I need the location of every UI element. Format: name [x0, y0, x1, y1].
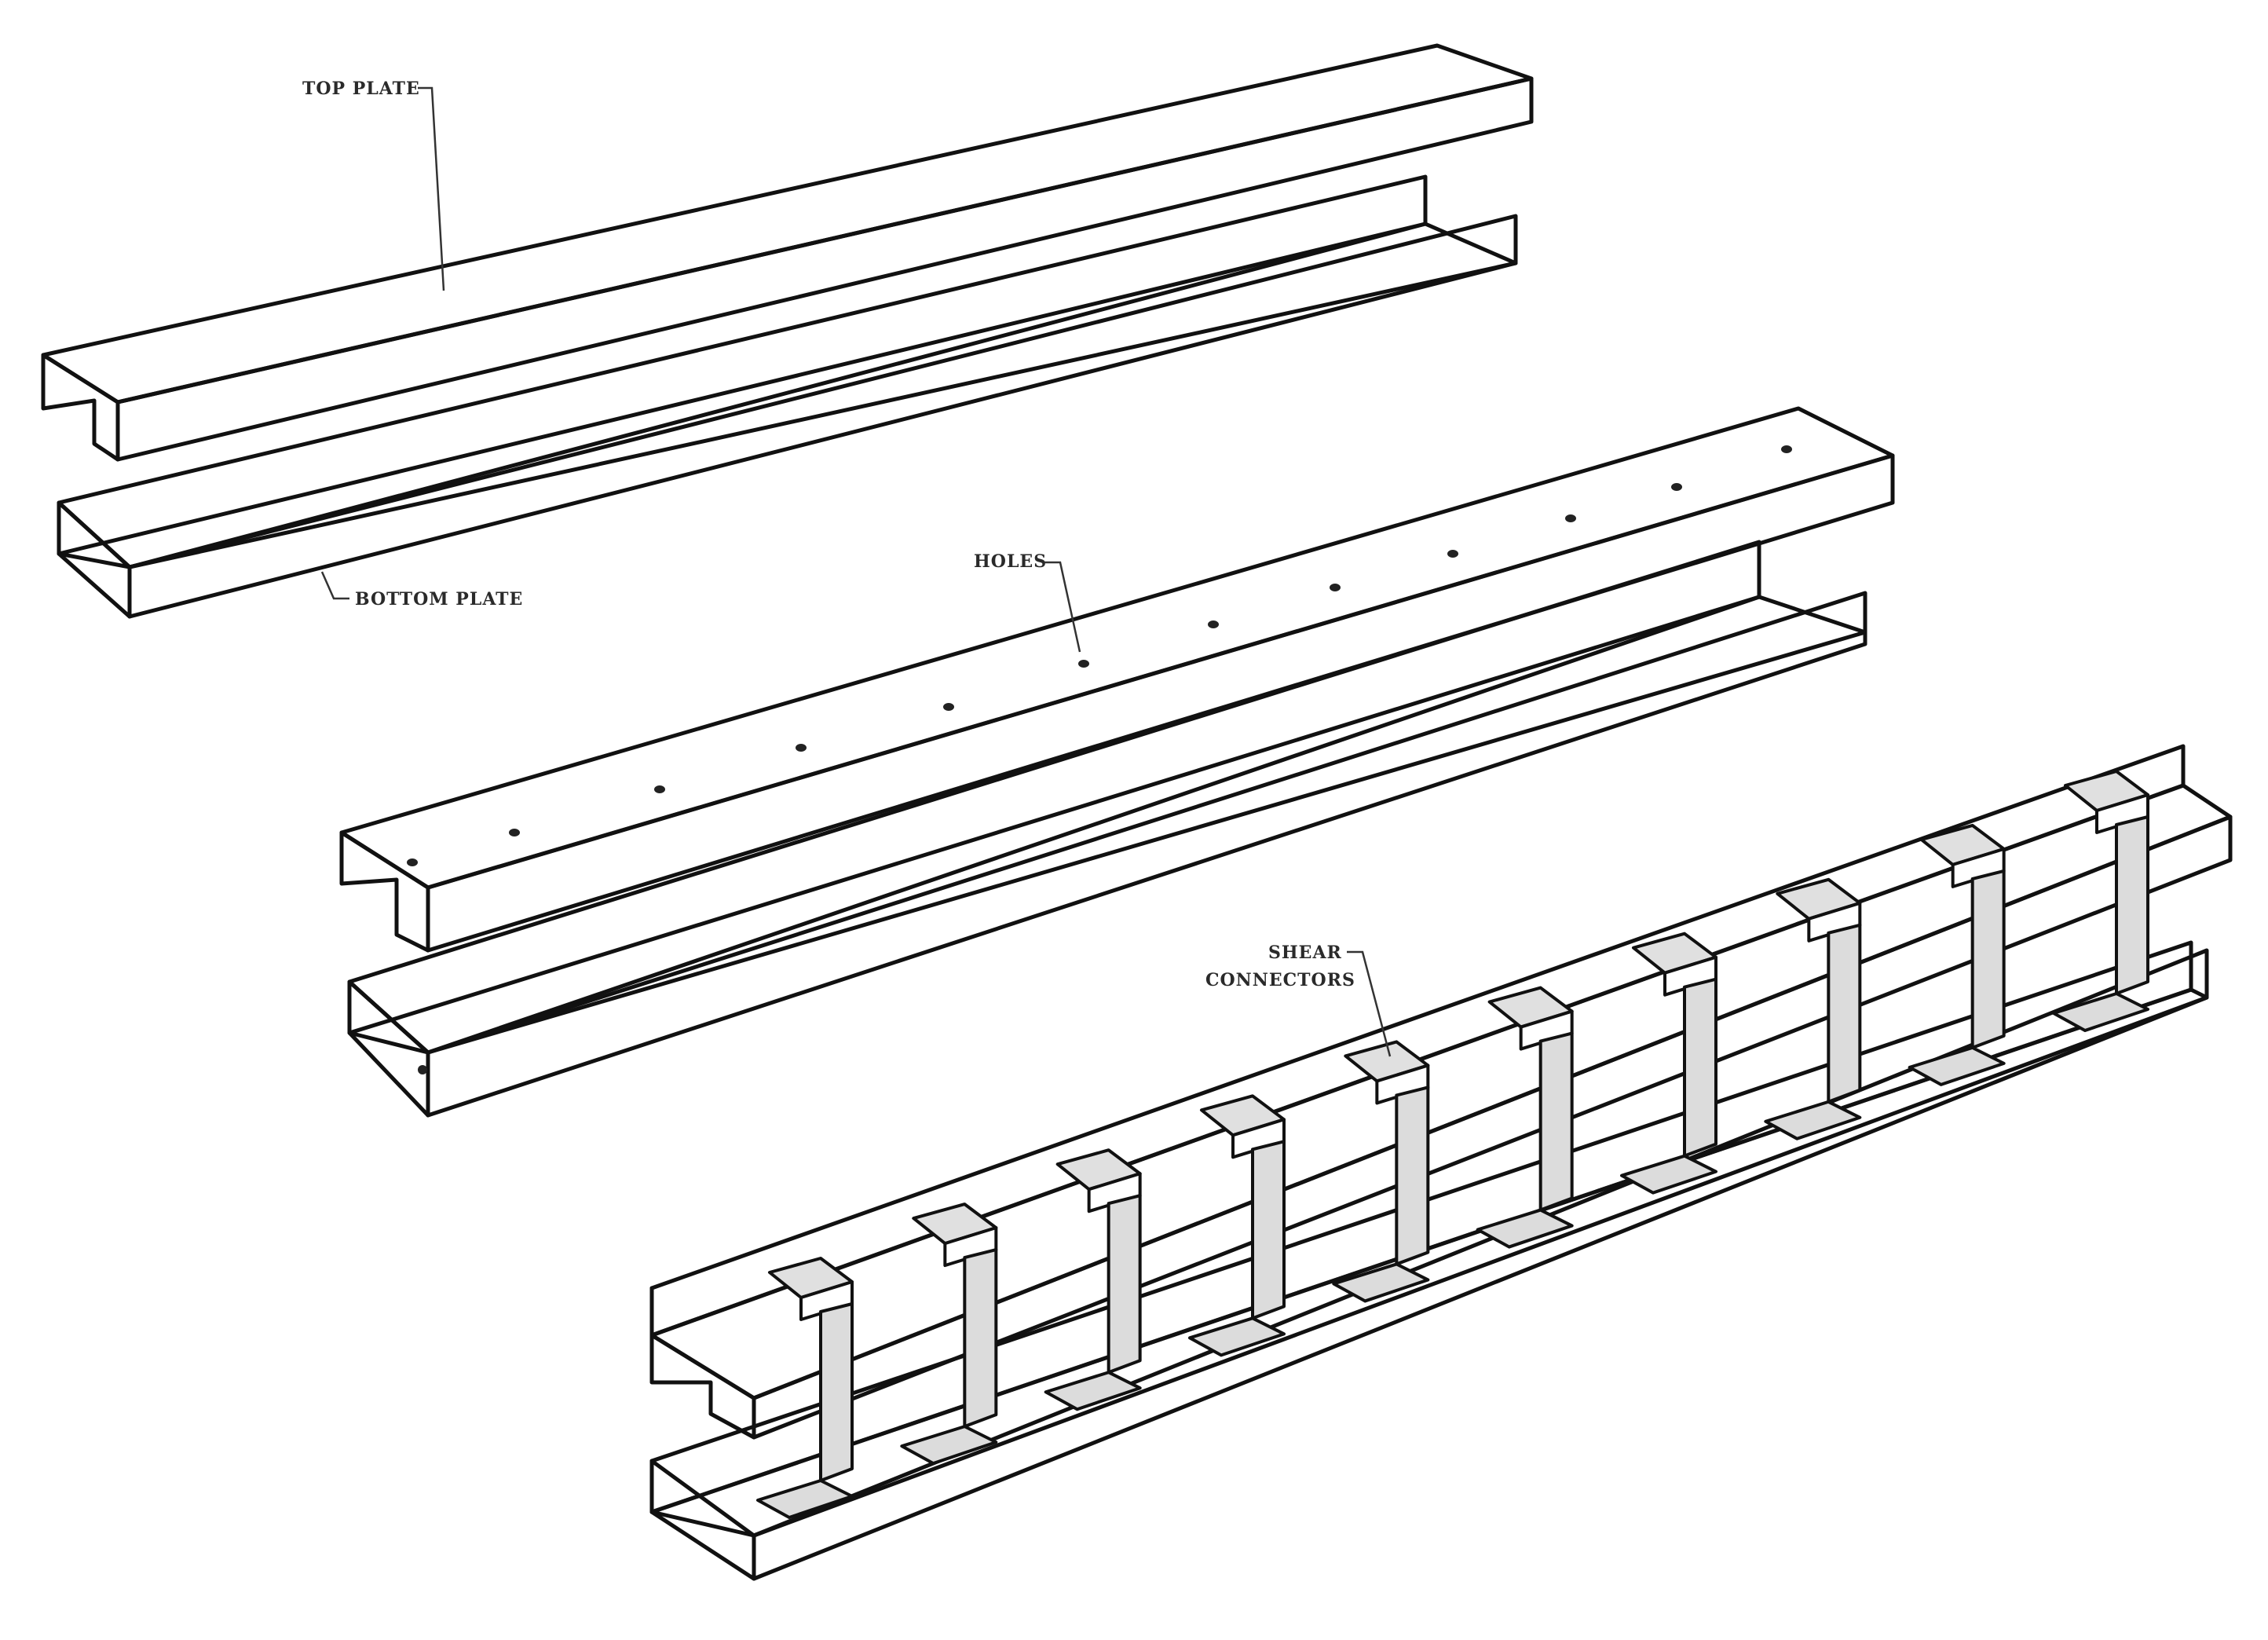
label-bottom-plate: BOTTOM PLATE — [320, 571, 523, 610]
bottom-plate-back-flange — [57, 174, 1428, 569]
top-plate-front-flange — [115, 76, 1534, 462]
shear-connector — [1764, 877, 1862, 1140]
hole — [1781, 445, 1792, 453]
shear-connector — [1476, 986, 1574, 1249]
hole — [943, 703, 954, 711]
holed-bottom-back-flange — [347, 540, 1761, 1055]
hole — [407, 858, 418, 866]
top-plate-web — [41, 43, 1534, 405]
shear-box — [649, 744, 2233, 1581]
shear-connector — [1044, 1148, 1142, 1411]
shear-label-line2: CONNECTORS — [1205, 970, 1355, 990]
shear-connector — [1332, 1040, 1430, 1303]
bottom-plate — [57, 174, 1518, 619]
label-top-plate: TOP PLATE — [302, 79, 445, 291]
label-holes: HOLES — [974, 551, 1081, 653]
top-plate-label: TOP PLATE — [302, 79, 420, 99]
shear-connector — [756, 1257, 854, 1519]
holed-plate-end — [339, 830, 430, 953]
hole — [1078, 660, 1089, 668]
shear-connectors-group — [756, 770, 2149, 1519]
top-plate — [41, 43, 1534, 462]
bottom-plate-web — [57, 221, 1518, 569]
hole — [654, 785, 665, 793]
shear-connector — [2052, 770, 2149, 1032]
shear-connector — [1188, 1094, 1286, 1357]
top-plate-end — [41, 353, 120, 462]
shear-box-end-top — [649, 1286, 756, 1440]
hole — [509, 829, 520, 836]
hole — [1565, 514, 1576, 522]
holed-bottom-plate — [347, 540, 1867, 1118]
hole — [1208, 620, 1219, 628]
shear-connector — [1620, 932, 1717, 1195]
bottom-plate-end — [57, 500, 132, 619]
bottom-hole — [418, 1065, 427, 1074]
hole — [796, 744, 807, 752]
hole — [1671, 483, 1682, 491]
label-shear-connectors: SHEAR CONNECTORS — [1205, 943, 1392, 1057]
holed-bottom-end — [347, 979, 430, 1118]
bottom-plate-label: BOTTOM PLATE — [355, 589, 523, 610]
shear-connector — [900, 1203, 998, 1466]
holed-bottom-front-flange — [426, 591, 1867, 1118]
shear-connector — [1908, 823, 2006, 1086]
shear-box-end-bottom — [649, 1459, 756, 1581]
holes-label: HOLES — [974, 551, 1047, 572]
hole — [1447, 550, 1458, 558]
holed-top-plate — [339, 406, 1895, 953]
shear-label-line1: SHEAR — [1268, 943, 1342, 963]
holes-group — [407, 445, 1792, 866]
hole — [1330, 584, 1341, 591]
